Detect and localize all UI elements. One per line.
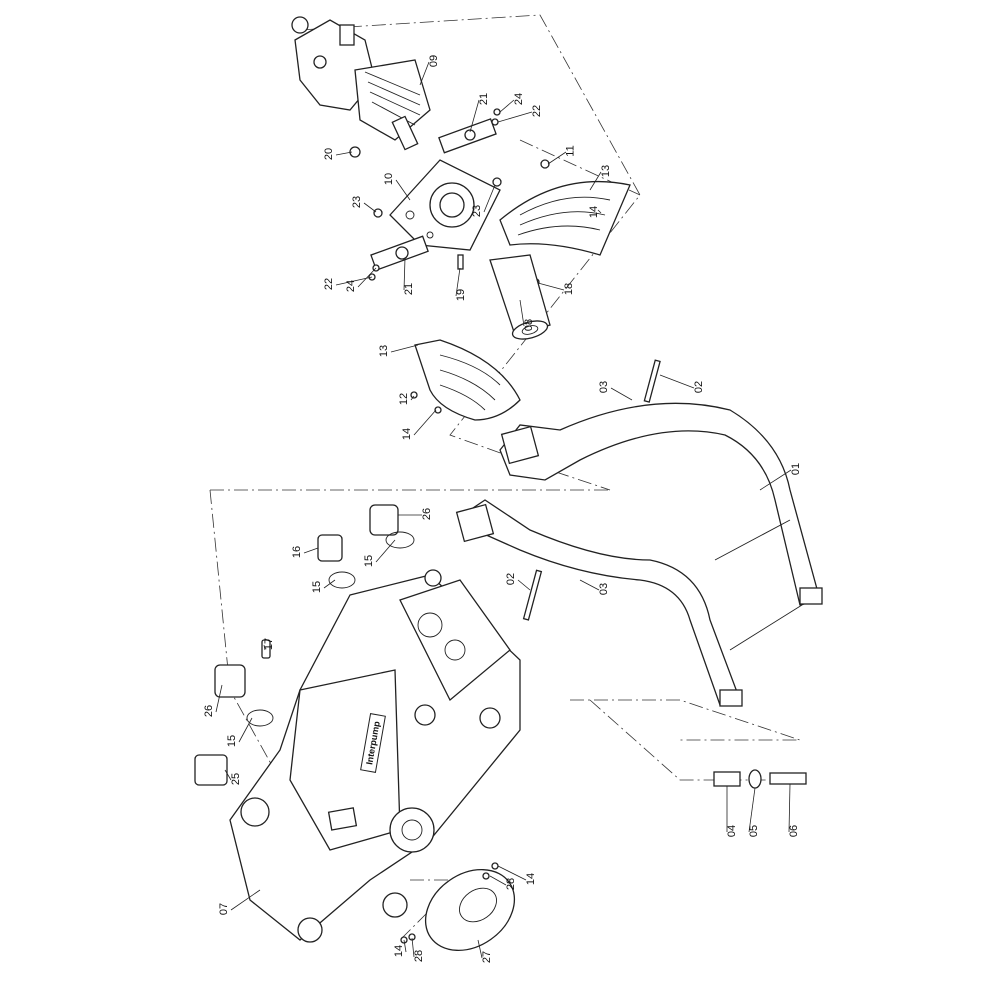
callout-label-14: 14 (588, 205, 601, 219)
leader-line (224, 769, 232, 781)
leader-line (238, 717, 253, 743)
part-hydraulic-motor (291, 16, 431, 151)
part-washer (748, 769, 762, 789)
callout-label-13: 13 (378, 344, 391, 358)
callout-label-10: 10 (383, 172, 396, 186)
leader-line (537, 282, 565, 291)
leader-line (748, 787, 756, 833)
leader-line (357, 267, 377, 288)
leader-line (547, 151, 567, 165)
part-guard-lower (414, 339, 521, 421)
leader-line (395, 179, 411, 201)
callout-label-22: 22 (323, 277, 336, 291)
part-end-cover (400, 862, 516, 951)
callout-label-23: 23 (471, 204, 484, 218)
callout-label-15: 15 (311, 580, 324, 594)
part-guard-upper (499, 180, 631, 256)
leader-line (363, 202, 377, 213)
callout-label-26: 26 (421, 507, 434, 521)
leader-line (597, 209, 602, 214)
leader-line (589, 171, 602, 191)
callout-label-21: 21 (403, 282, 416, 296)
leader-line (497, 111, 533, 123)
callout-label-02: 02 (505, 572, 518, 586)
leader-line (390, 344, 419, 353)
leader-line (410, 395, 415, 401)
callout-label-17: 17 (263, 637, 276, 651)
leader-line (215, 684, 223, 713)
leader-line (230, 889, 261, 911)
callout-label-08: 08 (523, 318, 536, 332)
leader-line (477, 939, 483, 959)
leader-line (323, 579, 336, 589)
leader-line (788, 783, 791, 833)
callout-label-15: 15 (226, 734, 239, 748)
leader-line (375, 539, 396, 563)
callout-leaders (215, 61, 792, 959)
callout-label-21: 21 (478, 92, 491, 106)
callout-label-02: 02 (693, 380, 706, 394)
callout-label-01: 01 (790, 462, 803, 476)
leader-line (659, 374, 695, 389)
callout-label-14: 14 (401, 427, 414, 441)
callout-label-25: 25 (230, 772, 243, 786)
callout-label-14: 14 (525, 872, 538, 886)
callout-label-18: 18 (563, 282, 576, 296)
callout-label-15: 15 (363, 554, 376, 568)
part-frame (455, 359, 823, 707)
leader-line (610, 387, 633, 401)
callout-label-19: 19 (455, 288, 468, 302)
callout-label-27: 27 (481, 950, 494, 964)
leader-line (469, 99, 480, 133)
leader-line (413, 409, 437, 436)
callout-label-24: 24 (345, 279, 358, 293)
leader-line (403, 939, 407, 953)
part-spacer (713, 771, 741, 787)
callout-label-24: 24 (513, 92, 526, 106)
leader-line (483, 184, 496, 213)
callout-label-04: 04 (726, 824, 739, 838)
leader-line (497, 865, 527, 881)
leader-line (303, 547, 319, 554)
part-bolt (769, 772, 807, 785)
part-coupling (489, 254, 551, 340)
leader-line (759, 469, 792, 491)
leader-line (579, 579, 600, 591)
leader-line (419, 61, 430, 86)
callout-label-03: 03 (598, 582, 611, 596)
callout-label-28: 28 (413, 949, 426, 963)
callout-label-28: 28 (505, 877, 518, 891)
leader-line (499, 99, 515, 113)
callout-label-20: 20 (323, 147, 336, 161)
leader-line (335, 151, 353, 156)
leader-line (263, 644, 266, 651)
callout-label-06: 06 (788, 824, 801, 838)
leader-line (517, 579, 531, 591)
callout-label-14: 14 (393, 944, 406, 958)
callout-label-09: 09 (428, 54, 441, 68)
callout-label-05: 05 (748, 824, 761, 838)
callout-label-12: 12 (398, 392, 411, 406)
callout-label-11: 11 (564, 145, 577, 157)
callout-label-22: 22 (531, 104, 544, 118)
leader-line (403, 257, 406, 291)
part-plugs (194, 504, 415, 786)
callout-label-16: 16 (291, 545, 304, 559)
callout-label-03: 03 (598, 380, 611, 394)
leader-line (411, 937, 415, 958)
callout-label-07: 07 (218, 902, 231, 916)
leader-line (455, 267, 461, 297)
callout-label-26: 26 (203, 704, 216, 718)
leader-line (519, 299, 525, 327)
callout-label-23: 23 (351, 195, 364, 209)
leader-line (489, 875, 507, 886)
part-mount-bracket (389, 159, 501, 251)
callout-label-13: 13 (600, 164, 613, 178)
